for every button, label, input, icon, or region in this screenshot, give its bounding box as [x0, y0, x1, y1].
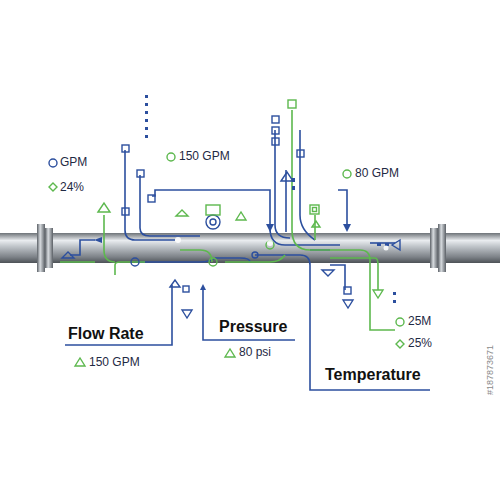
flange — [37, 224, 45, 272]
heading-label: Pressure — [217, 318, 290, 336]
watermark-id: #187873671 — [486, 345, 496, 395]
value-label: GPM — [60, 156, 87, 169]
flange — [438, 224, 446, 272]
component-icons — [62, 116, 400, 318]
flange — [430, 228, 438, 268]
label-icons — [49, 153, 404, 366]
arrowheads — [94, 224, 351, 290]
dotted-marks — [145, 95, 396, 303]
percent-label: 25% — [408, 337, 432, 350]
value-label: 80 psi — [239, 346, 271, 359]
circuit-lines — [60, 110, 430, 390]
flange — [45, 228, 53, 268]
value-label: 150 GPM — [89, 356, 140, 369]
percent-label: 24% — [60, 181, 84, 194]
value-label: 80 GPM — [355, 167, 399, 180]
value-label: 25M — [408, 315, 431, 328]
value-label: 150 GPM — [179, 150, 230, 163]
heading-label: Temperature — [323, 366, 423, 384]
heading-label: Flow Rate — [66, 325, 146, 343]
pipe — [0, 233, 500, 263]
component-icons — [98, 100, 383, 298]
glow-dots — [175, 237, 389, 251]
